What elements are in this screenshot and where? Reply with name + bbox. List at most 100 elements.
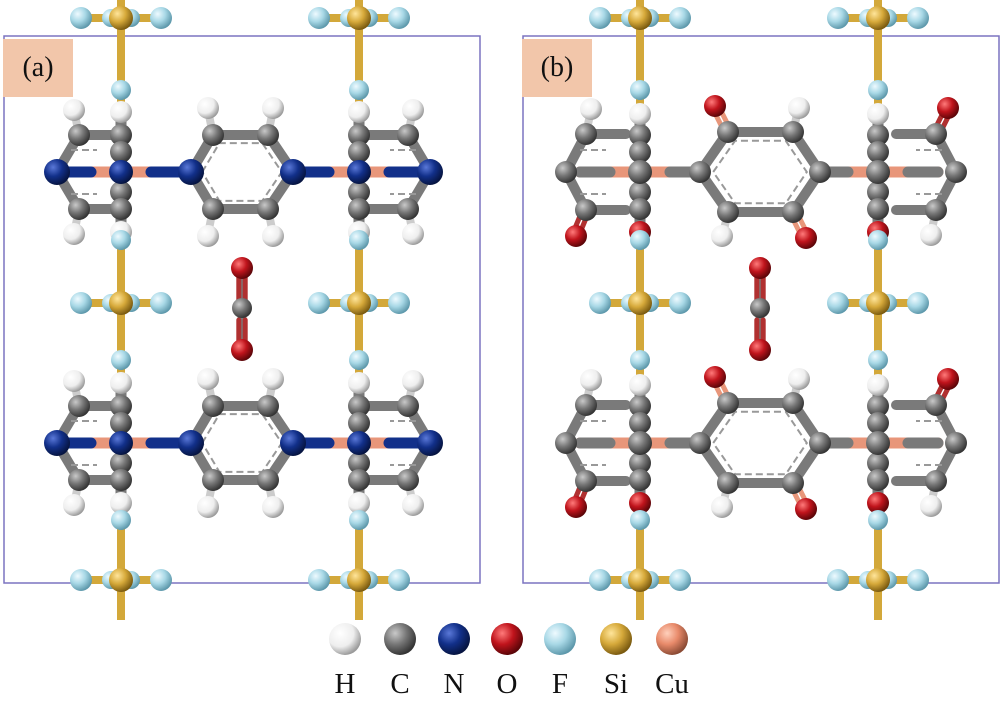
atom-c xyxy=(717,121,739,143)
atom-c xyxy=(867,395,889,417)
atom-c xyxy=(925,123,947,145)
atom-c xyxy=(629,412,651,434)
atom-c xyxy=(717,472,739,494)
atom-h xyxy=(629,374,651,396)
atom-f xyxy=(349,80,369,100)
atom-c xyxy=(110,141,132,163)
atom-f xyxy=(630,80,650,100)
atom-f xyxy=(388,569,410,591)
atom-f xyxy=(907,569,929,591)
atom-n xyxy=(178,159,204,185)
panel-a-structure xyxy=(3,0,481,620)
atom-o xyxy=(795,498,817,520)
atom-c xyxy=(867,181,889,203)
atom-h xyxy=(110,372,132,394)
legend-label-cu: Cu xyxy=(655,668,689,700)
atom-f xyxy=(70,7,92,29)
legend-label-si: Si xyxy=(603,668,629,700)
atom-f xyxy=(868,510,888,530)
atom-c xyxy=(397,124,419,146)
atom-c xyxy=(555,432,577,454)
atom-h xyxy=(110,101,132,123)
legend-swatch-cu xyxy=(656,623,688,655)
atom-h xyxy=(348,492,370,514)
legend xyxy=(329,623,688,655)
atom-h xyxy=(920,495,942,517)
atom-h xyxy=(197,368,219,390)
atom-c xyxy=(348,141,370,163)
atom-f xyxy=(388,292,410,314)
atom-f xyxy=(150,7,172,29)
atom-c xyxy=(110,181,132,203)
atom-si xyxy=(628,568,652,592)
atom-c xyxy=(629,469,651,491)
atom-h xyxy=(63,99,85,121)
atom-c xyxy=(629,198,651,220)
atom-c xyxy=(348,469,370,491)
atom-h xyxy=(348,372,370,394)
atom-c xyxy=(110,124,132,146)
atom-si xyxy=(109,6,133,30)
atom-h xyxy=(788,368,810,390)
atom-f xyxy=(70,292,92,314)
atom-c xyxy=(809,432,831,454)
atom-f xyxy=(630,510,650,530)
atom-c xyxy=(110,469,132,491)
atom-c xyxy=(397,198,419,220)
atom-o xyxy=(565,225,587,247)
atom-n xyxy=(44,159,70,185)
atom-o xyxy=(704,366,726,388)
atom-c xyxy=(867,198,889,220)
panel-label-a: (a) xyxy=(3,39,73,97)
atom-n xyxy=(109,160,133,184)
atom-c xyxy=(717,201,739,223)
atom-f xyxy=(907,292,929,314)
atom-c xyxy=(575,123,597,145)
atom-h xyxy=(920,224,942,246)
atom-c xyxy=(945,432,967,454)
atom-si xyxy=(347,291,371,315)
atom-h xyxy=(580,369,602,391)
atom-h xyxy=(402,99,424,121)
atom-si xyxy=(866,6,890,30)
atom-h xyxy=(402,223,424,245)
atom-c xyxy=(348,198,370,220)
atom-c xyxy=(110,452,132,474)
atom-c xyxy=(925,199,947,221)
atom-c xyxy=(925,394,947,416)
atom-h xyxy=(63,223,85,245)
legend-swatch-h xyxy=(329,623,361,655)
legend-label-h: H xyxy=(334,668,356,700)
atom-c xyxy=(867,124,889,146)
atom-c xyxy=(397,469,419,491)
atom-h xyxy=(262,368,284,390)
atom-f xyxy=(868,350,888,370)
atom-n xyxy=(44,430,70,456)
atom-f xyxy=(111,350,131,370)
atom-o xyxy=(937,368,959,390)
atom-f xyxy=(589,569,611,591)
atom-c xyxy=(575,470,597,492)
atom-f xyxy=(669,292,691,314)
atom-c xyxy=(717,392,739,414)
atom-c xyxy=(257,124,279,146)
atom-h xyxy=(629,103,651,125)
unit-cell-border xyxy=(522,35,1000,584)
atom-si xyxy=(628,291,652,315)
atom-f xyxy=(868,230,888,250)
atom-c xyxy=(202,469,224,491)
atom-c xyxy=(689,432,711,454)
atom-f xyxy=(308,7,330,29)
atom-h xyxy=(262,225,284,247)
atom-f xyxy=(589,292,611,314)
atom-c xyxy=(782,121,804,143)
atom-o xyxy=(795,227,817,249)
atom-si xyxy=(347,568,371,592)
atom-c xyxy=(348,124,370,146)
atom-si xyxy=(866,568,890,592)
atom-h xyxy=(867,374,889,396)
atom-c xyxy=(257,469,279,491)
atom-c xyxy=(68,395,90,417)
atom-f xyxy=(630,350,650,370)
atom-h xyxy=(63,494,85,516)
